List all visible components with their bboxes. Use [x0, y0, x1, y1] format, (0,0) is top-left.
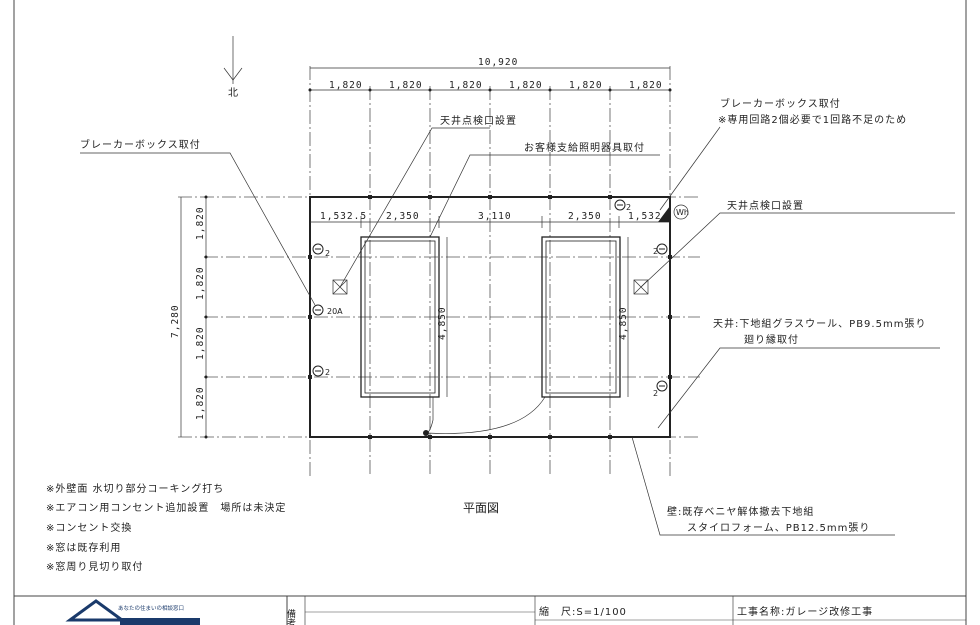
north-label: 北: [228, 87, 239, 99]
inner-dim-2: 2,350: [386, 211, 420, 222]
bay-depth-1: 1,820: [195, 206, 206, 240]
inner-dim-3: 3,110: [478, 211, 512, 222]
outlet-left-2: 2: [312, 365, 330, 377]
bay-width-2: 1,820: [389, 80, 423, 91]
bay-width-1: 1,820: [329, 80, 363, 91]
bay-width-5: 1,820: [569, 80, 603, 91]
bay-depth-4: 1,820: [195, 386, 206, 420]
annotation-breaker-right: ブレーカーボックス取付: [720, 97, 841, 110]
overall-width-label: 10,920: [478, 57, 518, 68]
inner-dim-1: 1,532.5: [320, 211, 367, 222]
outlet-left-1: 2: [312, 243, 330, 258]
light-fixture-right: 4,850: [541, 236, 629, 398]
annotation-wall-spec-1: 壁:既存ベニヤ解体撤去下地組: [667, 505, 814, 518]
wiring-line: [425, 397, 434, 434]
outlet-count: 2: [653, 247, 658, 256]
wiring-arc: [425, 396, 546, 434]
outlet-left-20a: 20A: [312, 304, 343, 316]
company-logo: あなたの住まいの相談窓口: [65, 599, 200, 625]
annotation-ceiling-hatch-right: 天井点検口設置: [727, 199, 804, 212]
outlet-20a-label: 20A: [327, 307, 343, 316]
overall-depth-label: 7,280: [170, 304, 181, 338]
north-arrow: 北: [223, 36, 243, 99]
leader-lines: [80, 126, 955, 536]
switch-symbol: [423, 430, 429, 436]
note-4: ※窓は既存利用: [46, 541, 121, 554]
wall-posts: [308, 195, 672, 439]
meter-label: Wh: [676, 208, 689, 217]
bay-width-6: 1,820: [629, 80, 663, 91]
annotation-lighting: お客様支給照明器具取付: [524, 141, 645, 154]
bay-width-3: 1,820: [449, 80, 483, 91]
fixture-length-right: 4,850: [618, 306, 629, 340]
inner-dim-5: 1,532: [628, 211, 662, 222]
annotation-ceiling-spec-2: 廻り縁取付: [744, 333, 799, 346]
remarks-label: 備考: [285, 608, 296, 625]
note-3: ※コンセント交換: [46, 521, 132, 534]
outlet-count: 2: [325, 368, 330, 377]
outlet-right-2: 2: [653, 380, 668, 398]
bay-depth-3: 1,820: [195, 326, 206, 360]
outlet-count: 2: [653, 389, 658, 398]
fixture-length-left: 4,850: [437, 306, 448, 340]
bay-width-4: 1,820: [509, 80, 543, 91]
annotation-wall-spec-2: スタイロフォーム、PB12.5mm張り: [687, 522, 870, 534]
annotation-breaker-left: ブレーカーボックス取付: [80, 138, 201, 151]
outlet-count: 2: [626, 203, 631, 212]
meter-symbol: Wh: [673, 204, 689, 220]
inner-dim-4: 2,350: [568, 211, 602, 222]
annotation-ceiling-spec-1: 天井:下地組グラスウール、PB9.5mm張り: [713, 317, 926, 330]
project-label: 工事名称:ガレージ改修工事: [737, 605, 873, 618]
drawing-title: 平面図: [463, 501, 499, 515]
note-1: ※外壁面 水切り部分コーキング打ち: [46, 482, 224, 495]
outlet-top: 2: [614, 199, 631, 212]
left-dimensions: 7,280 1,820 1,820 1,820 1,820: [170, 195, 208, 439]
breaker-box-symbol: [658, 206, 670, 222]
outlet-right-1: 2: [653, 243, 668, 256]
note-5: ※窓周り見切り取付: [46, 560, 143, 573]
light-fixture-left: 4,850: [360, 236, 448, 398]
annotation-ceiling-hatch-top: 天井点検口設置: [440, 114, 517, 127]
outlet-count: 2: [325, 249, 330, 258]
logo-tagline: あなたの住まいの相談窓口: [118, 604, 184, 612]
top-dimensions: 10,920 1,820 1,820 1,820 1,820 1,820 1,8…: [308, 57, 672, 92]
bay-depth-2: 1,820: [195, 266, 206, 300]
scale-label: 縮 尺:S=1/100: [539, 605, 627, 618]
annotation-breaker-right-note: ※専用回路2個必要で1回路不足のため: [718, 113, 907, 126]
inner-dimensions: 1,532.5 2,350 3,110 2,350 1,532: [310, 211, 670, 228]
note-2: ※エアコン用コンセント追加設置 場所は未決定: [46, 501, 286, 514]
title-block: 備考 縮 尺:S=1/100 工事名称:ガレージ改修工事: [14, 595, 966, 625]
